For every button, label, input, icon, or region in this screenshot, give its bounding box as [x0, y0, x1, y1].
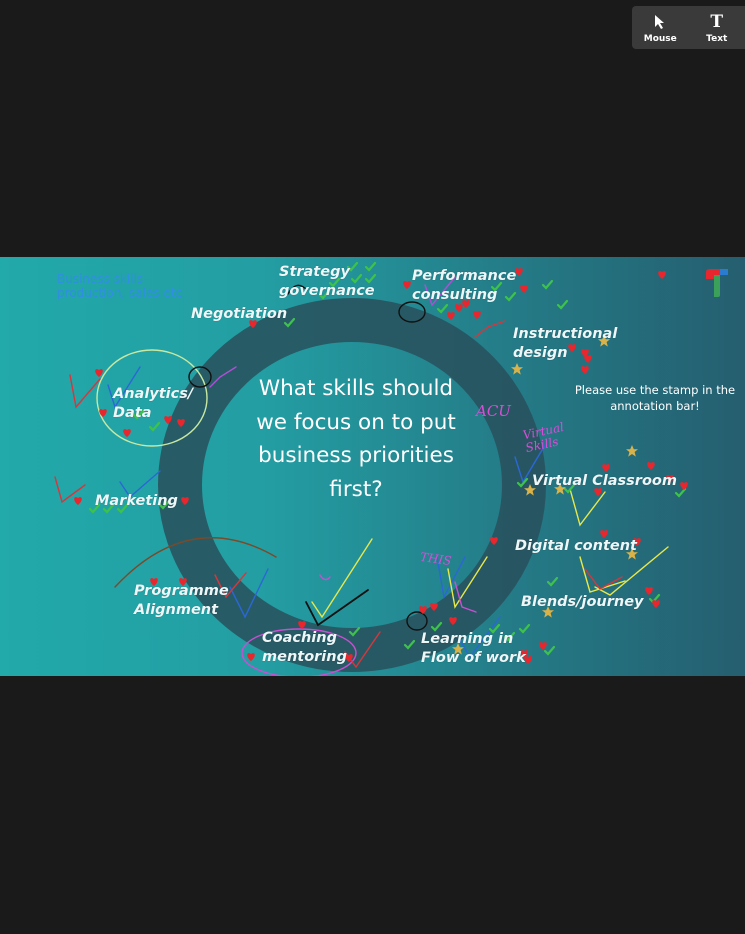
- tick-red-1: [69, 374, 101, 409]
- scribble-dot-1: [188, 366, 212, 388]
- tick-red-5: [474, 320, 506, 338]
- scribble-circle-coaching: [241, 628, 357, 676]
- tick-pink-1: [454, 581, 477, 613]
- skill-label-coaching: Coaching mentoring: [262, 630, 347, 665]
- tick-yellow-2: [447, 556, 488, 609]
- slide-question: What skills should we focus on to put bu…: [256, 376, 456, 502]
- scribble-dot-2: [398, 301, 426, 323]
- tick-red-4: [584, 568, 623, 590]
- skill-label-strategy: Strategy governance: [279, 264, 375, 299]
- text-tool-label: Text: [706, 34, 728, 44]
- heart-stamps: [74, 268, 688, 664]
- tick-red-2: [54, 476, 86, 504]
- mouse-tool-label: Mouse: [643, 34, 677, 44]
- skill-label-instructional: Instructional design: [513, 326, 618, 361]
- tick-purple-2: [424, 276, 456, 307]
- handwritten-business-skills-note: Business skills - production, sales etc: [57, 272, 183, 300]
- scribble-acu: ACU: [476, 402, 511, 420]
- tick-yellow-4: [579, 556, 626, 593]
- stroke-brown: [114, 537, 277, 588]
- tick-yellow-3: [569, 488, 606, 527]
- tick-yellow-1: [311, 538, 373, 619]
- slide-graphics: [54, 261, 728, 676]
- star-stamps: [452, 335, 638, 655]
- skill-label-marketing: Marketing: [95, 493, 178, 509]
- tick-purple-1: [209, 366, 237, 388]
- skill-label-negotiation: Negotiation: [191, 306, 288, 322]
- skills-ring: [158, 298, 546, 672]
- skill-label-analytics: Analytics/ Data: [113, 386, 194, 421]
- scribble-circle-analytics: [96, 349, 208, 447]
- logo-icon: [706, 269, 728, 297]
- skill-label-programme: Programme Alignment: [134, 583, 229, 618]
- cursor-icon: [653, 12, 667, 32]
- text-tool-button[interactable]: T Text: [689, 6, 745, 49]
- skill-label-performance: Performance consulting: [412, 268, 517, 303]
- mouse-tool-button[interactable]: Mouse: [632, 6, 689, 49]
- scribble-arc: [287, 284, 308, 295]
- scribble-pink: [319, 574, 331, 581]
- tick-black: [305, 589, 369, 627]
- tick-red-3: [214, 572, 247, 599]
- skill-label-virtual-classroom: Virtual Classroom: [532, 473, 677, 489]
- scribble-dot-3: [406, 611, 428, 631]
- tick-blue-2: [119, 470, 161, 499]
- stamp-instruction-note: Please use the stamp in the annotation b…: [574, 383, 736, 413]
- skill-label-blends: Blends/journey: [521, 594, 644, 610]
- skill-label-learning: Learning in Flow of work: [421, 631, 526, 666]
- shared-slide[interactable]: Business skills - production, sales etc …: [0, 257, 745, 676]
- tick-blue-1: [107, 366, 141, 409]
- text-icon: T: [710, 12, 724, 32]
- skill-label-digital-content: Digital content: [515, 538, 637, 554]
- tick-blue-3: [229, 568, 269, 619]
- tick-blue-4: [436, 556, 466, 600]
- check-stamps: [88, 261, 687, 656]
- annotation-toolbar: Mouse T Text: [632, 6, 745, 49]
